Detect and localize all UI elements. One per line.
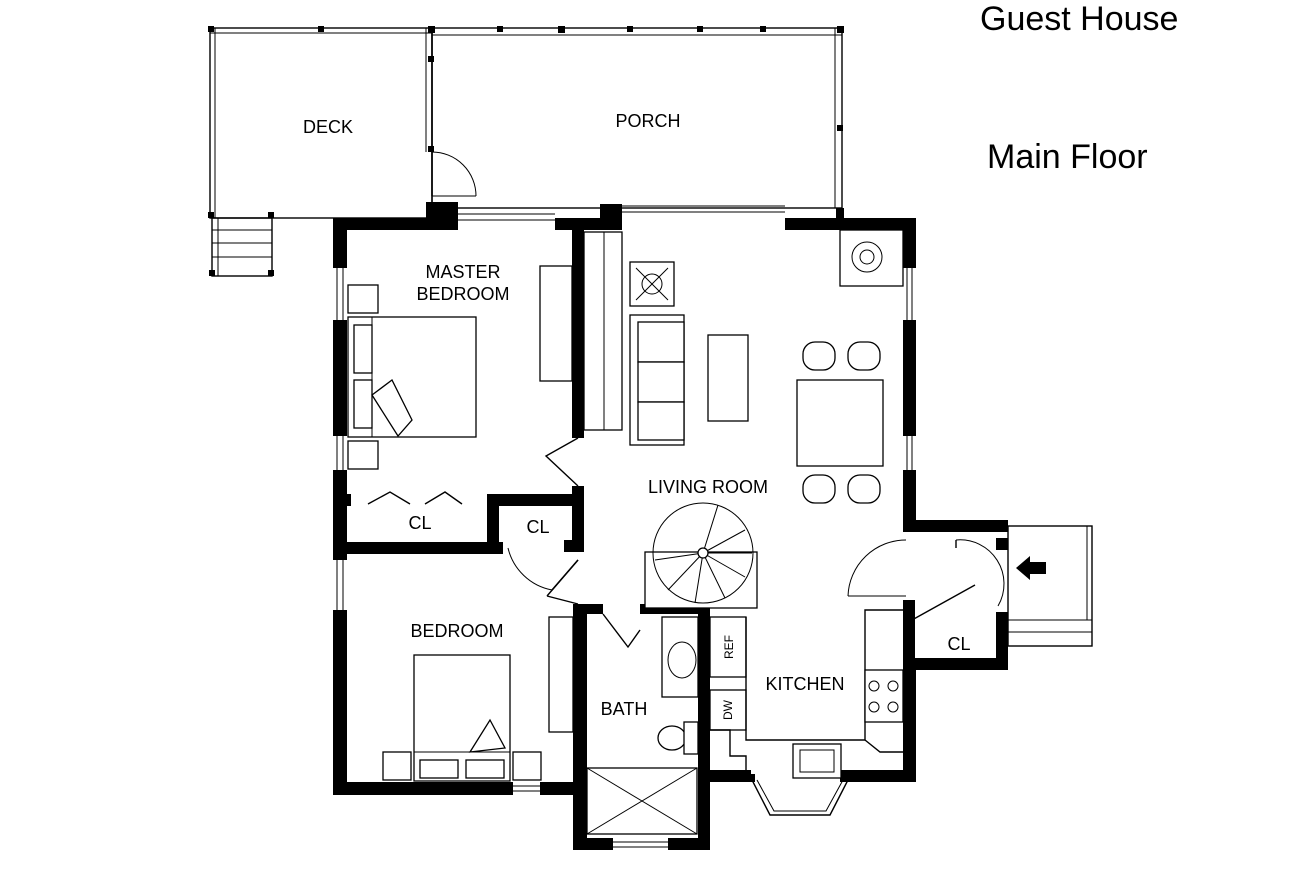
room-label-closet-hall: CL [526,517,549,537]
exterior-walls [333,202,1008,850]
bookshelf [583,231,623,431]
room-label-bath: BATH [601,699,648,719]
dresser [548,616,574,733]
plan-title-line2: Main Floor [987,138,1148,176]
room-label-closet-entry: CL [947,634,970,654]
nightstand [382,751,412,781]
bay-window [747,774,853,816]
room-label-bedroom: BEDROOM [410,621,503,641]
stove [864,669,904,723]
entry-arrow-icon [1016,556,1046,580]
room-label-porch: PORCH [615,111,680,131]
coffee-table [707,334,749,422]
interior-walls [333,226,710,780]
porch-area [425,26,844,209]
plan-title-line1: Guest House [980,0,1179,38]
master-bed [347,316,477,438]
nightstand [347,284,379,314]
entry-landing [1007,525,1093,647]
sofa [629,314,685,446]
doors [367,437,1005,649]
bath-fixtures [586,616,699,835]
wood-stove [629,261,675,307]
water-heater [839,229,904,287]
windows [336,205,913,848]
spiral-staircase [644,502,758,609]
appliance-label-dw: DW [721,699,735,720]
bedroom-bed [413,654,511,782]
room-label-closet-master: CL [408,513,431,533]
dishwasher [709,689,747,731]
kitchen-cabinets [709,609,904,779]
dresser [539,265,573,382]
room-label-master-2: BEDROOM [416,284,509,304]
dining-table [796,341,884,504]
nightstand [347,440,379,470]
refrigerator [709,616,747,678]
room-label-deck: DECK [303,117,353,137]
nightstand [512,751,542,781]
room-label-living-room: LIVING ROOM [648,477,768,497]
room-label-master-1: MASTER [425,262,500,282]
appliance-label-ref: REF [722,635,736,659]
room-label-kitchen: KITCHEN [765,674,844,694]
deck-area [208,26,433,277]
